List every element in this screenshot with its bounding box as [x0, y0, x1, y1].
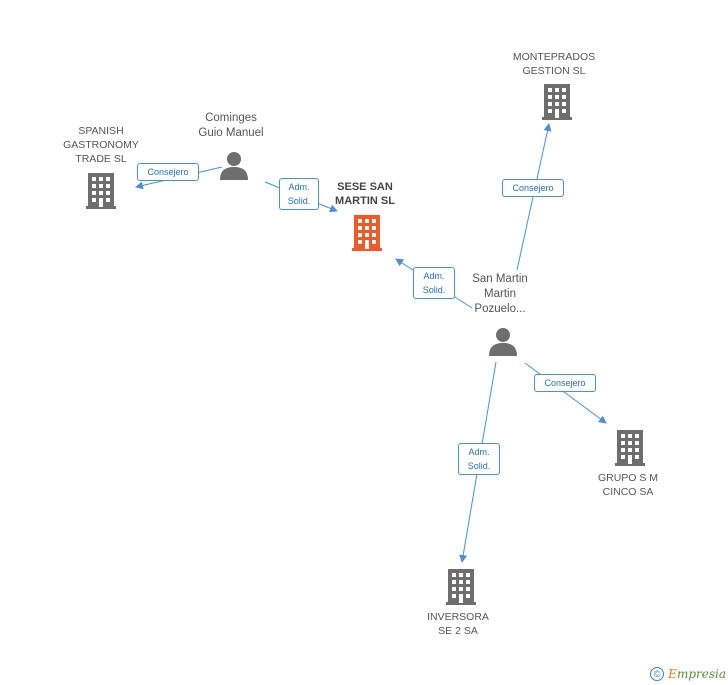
brand-logo-initial: E: [668, 667, 677, 681]
node-label-inversora: INVERSORA SE 2 SA: [427, 611, 489, 637]
node-label-cominges: Cominges Guio Manuel: [198, 112, 264, 139]
edge-label-consejero[interactable]: Consejero: [137, 163, 199, 181]
edge-line-sanmartin-monteprados: [516, 123, 552, 271]
brand-logo[interactable]: Empresia: [668, 667, 726, 681]
node-label-monteprados: MONTEPRADOS GESTION SL: [512, 51, 596, 77]
node-label-sese-san-martin: SESE SAN MARTIN SL: [335, 181, 395, 207]
node-label-spanish-gastronomy: SPANISH GASTRONOMY TRADE SL: [63, 125, 139, 165]
edge-label-consejero[interactable]: Consejero: [534, 374, 596, 392]
edge-label-consejero[interactable]: Consejero: [502, 179, 564, 197]
edge-label-adm-solid[interactable]: Adm. Solid.: [279, 178, 319, 210]
node-label-grupo-sm: GRUPO S M CINCO SA: [597, 472, 659, 498]
brand-logo-rest: mpresia: [676, 667, 726, 681]
building-icon[interactable]: [615, 430, 645, 471]
copyright-icon: ©: [650, 667, 665, 681]
building-icon[interactable]: [446, 569, 476, 610]
footer-brand: © Empresia: [650, 667, 726, 681]
person-icon[interactable]: [488, 326, 518, 361]
building-icon[interactable]: [352, 215, 382, 256]
building-icon[interactable]: [86, 173, 116, 214]
edge-line-sanmartin-grupo: [524, 362, 607, 424]
building-icon[interactable]: [542, 84, 572, 125]
edge-label-adm-solid[interactable]: Adm. Solid.: [413, 267, 455, 299]
person-icon[interactable]: [219, 150, 249, 185]
node-label-san-martin: San Martin Martin Pozuelo...: [472, 273, 528, 315]
edge-label-adm-solid[interactable]: Adm. Solid.: [458, 443, 500, 475]
